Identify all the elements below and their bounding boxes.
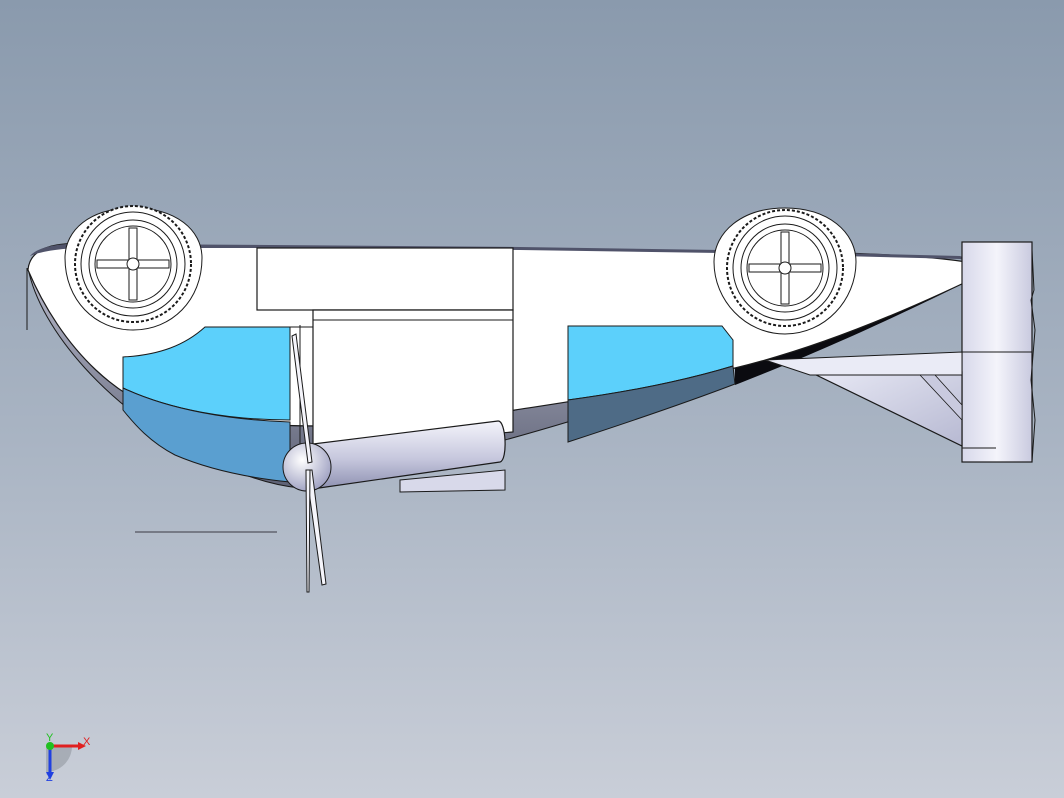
tail-strut: [919, 374, 963, 422]
rear-window-lower: [567, 365, 736, 443]
x-axis-head-icon: [78, 742, 86, 750]
propeller-blade-lower-2: [305, 469, 311, 593]
z-axis-head-icon: [46, 772, 54, 780]
tail-boom[interactable]: [764, 351, 963, 376]
roof-panel[interactable]: [256, 247, 514, 311]
tail-edge-detail: [1030, 249, 1036, 463]
propeller-blade-upper[interactable]: [291, 333, 313, 464]
front-window-lower: [122, 387, 291, 483]
door-panel[interactable]: [312, 309, 514, 449]
rear-wheel[interactable]: [713, 207, 857, 335]
propeller-pod[interactable]: [304, 420, 506, 491]
triad-base-icon: [46, 746, 72, 772]
x-axis-label: X: [83, 736, 91, 748]
coordinate-triad[interactable]: X Y Z: [46, 732, 91, 784]
y-axis-label: Y: [46, 732, 54, 744]
front-wheel[interactable]: [64, 205, 203, 331]
z-axis-label: Z: [46, 772, 53, 784]
y-axis-dot-icon: [46, 742, 54, 750]
pod-rear-bracket: [399, 469, 506, 493]
